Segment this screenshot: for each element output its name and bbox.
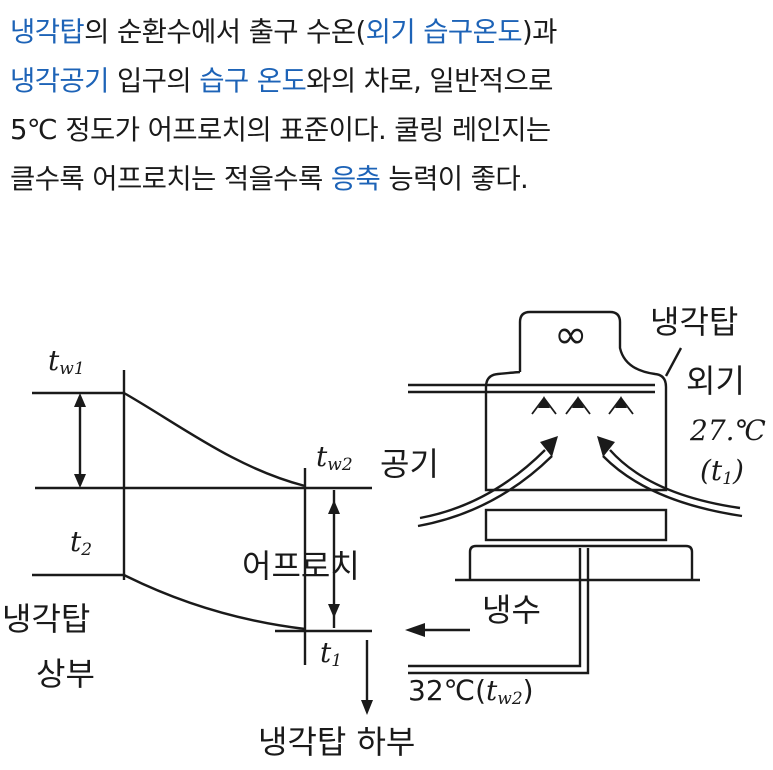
inlet-air-path-right (609, 449, 741, 510)
tower-top-label-line2: 상부 (36, 655, 95, 693)
approach-arrow-down (328, 604, 340, 618)
paragraph-text: 능력이 좋다. (380, 163, 529, 195)
tower-bottom-label: 냉각탑 하부 (258, 723, 415, 761)
inlet-air-path-left-2 (417, 455, 553, 528)
paragraph-text: 클수록 어프로치는 적을수록 (10, 163, 331, 195)
spray-line-2b (577, 397, 591, 415)
air-arrow-right-head (597, 436, 615, 457)
keyword-link[interactable]: 냉각탑 (10, 16, 85, 48)
spray-line-3b (620, 397, 634, 415)
basin-support (468, 544, 694, 580)
keyword-link[interactable]: 냉각공기 (10, 65, 109, 97)
spray-nozzle-2 (572, 396, 584, 408)
air-arrow-left-head (540, 436, 558, 457)
spray-line-1b (543, 397, 557, 415)
tower-label: 냉각탑 (650, 303, 738, 341)
paragraph-line: 냉각탑의 순환수에서 출구 수온(외기 습구온도)과 (10, 8, 765, 57)
bottom-arrow-head (361, 700, 373, 715)
ambient-t1: (t1) (700, 454, 744, 489)
tw1-label: tw1 (48, 344, 85, 379)
paragraph-line: 5℃ 정도가 어프로치의 표준이다. 쿨링 레인지는 (10, 106, 765, 155)
cold-water-basin (484, 508, 668, 542)
tower-label-leader (664, 347, 683, 377)
approach-arrow-up (328, 500, 340, 514)
paragraph-text: 의 순환수에서 출구 수온( (84, 16, 366, 48)
paragraph-text: )과 (522, 16, 557, 48)
spray-nozzle-3 (615, 396, 627, 408)
cold-water-outlet-pipe-outer (408, 548, 590, 675)
keyword-link[interactable]: 습구 온도 (199, 65, 307, 97)
fan-symbol: ∞ (554, 312, 587, 358)
spray-line-2a (565, 397, 579, 415)
cooling-tower-diagram: tw1 tw2 공기 t2 어프로치 냉각탑 상부 t1 냉각탑 하부 ∞ 냉각… (0, 290, 773, 766)
tw2-label: tw2 (316, 440, 353, 475)
paragraph-line: 냉각공기 입구의 습구 온도와의 차로, 일반적으로 (10, 57, 765, 106)
spray-line-3a (608, 397, 622, 415)
diagram-svg: tw1 tw2 공기 t2 어프로치 냉각탑 상부 t1 냉각탑 하부 ∞ 냉각… (2, 303, 766, 761)
inlet-air-path-right-2 (602, 455, 743, 518)
range-arrow-down (74, 474, 86, 488)
inlet-air-path-left (419, 449, 546, 520)
paragraph-line: 클수록 어프로치는 적을수록 응축 능력이 좋다. (10, 155, 765, 204)
paragraph-text: 입구의 (108, 65, 200, 97)
paragraph-text: 와의 차로, 일반적으로 (306, 65, 553, 97)
ambient-label: 외기 (686, 362, 745, 400)
approach-label: 어프로치 (242, 547, 360, 585)
fan-housing (484, 310, 668, 492)
ambient-temp: 27.℃ (689, 414, 766, 447)
cold-water-arrow-head (405, 623, 425, 637)
t1-label: t1 (320, 636, 342, 671)
keyword-link[interactable]: 외기 습구온도 (365, 16, 523, 48)
air-label: 공기 (380, 445, 439, 483)
water-temp: 32℃(tw2) (408, 674, 534, 709)
spray-line-1a (531, 397, 545, 415)
water-cooling-curve (123, 391, 306, 488)
tower-top-label-line1: 냉각탑 (2, 600, 90, 638)
t2-label: t2 (70, 525, 92, 560)
cold-water-outlet-pipe-inner (408, 548, 582, 668)
range-arrow-up (74, 393, 86, 407)
spray-nozzle-1 (538, 396, 550, 408)
keyword-link[interactable]: 응축 (330, 163, 381, 195)
cold-water-label: 냉수 (482, 591, 541, 629)
air-heating-curve (123, 573, 306, 631)
paragraph-text: 5℃ 정도가 어프로치의 표준이다. 쿨링 레인지는 (10, 114, 551, 146)
